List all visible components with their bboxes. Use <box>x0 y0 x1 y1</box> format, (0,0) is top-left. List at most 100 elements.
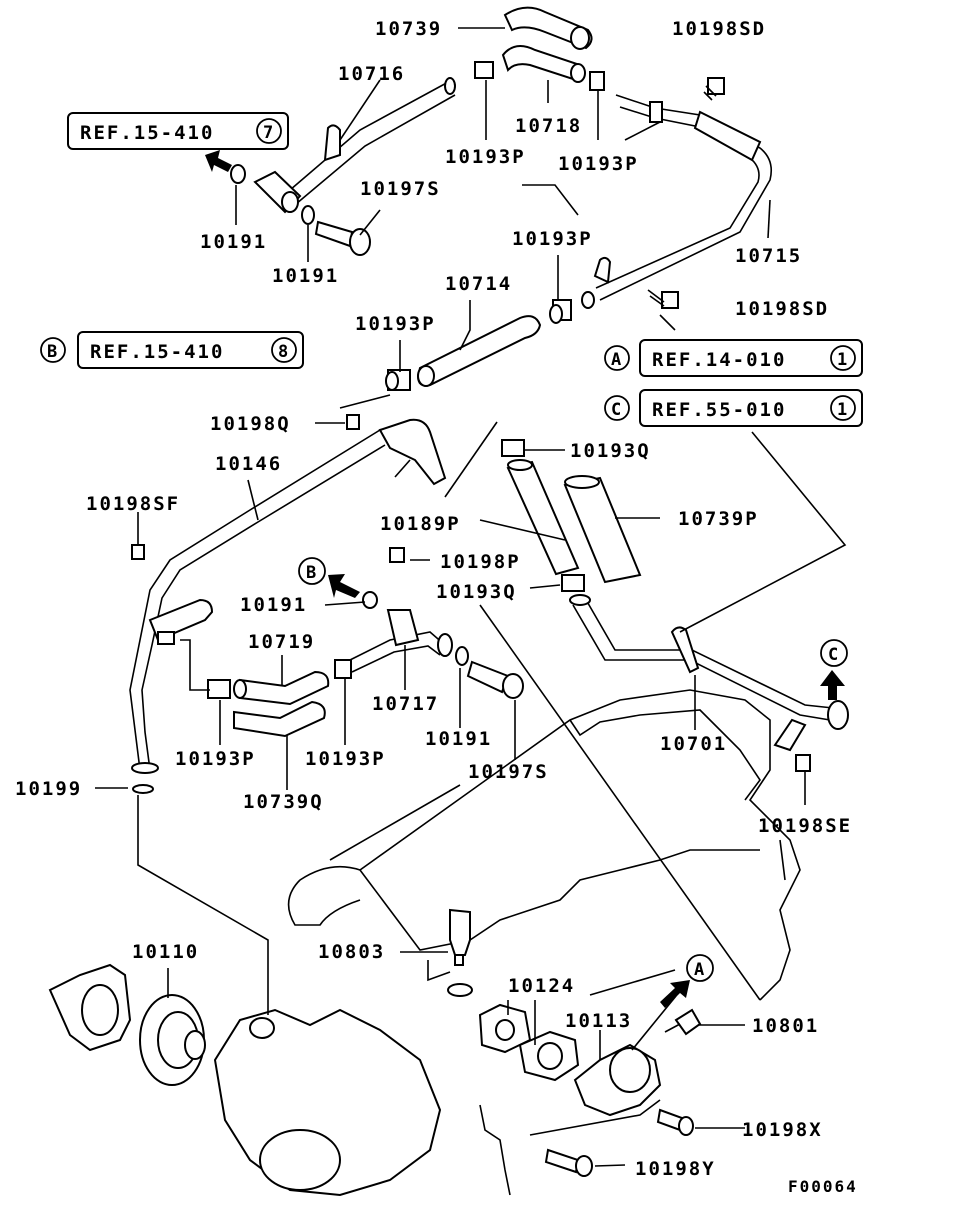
bolt-10197s <box>314 220 354 248</box>
screw-10198sd-mid <box>661 291 679 309</box>
ref-box-8: B REF.15-410 8 <box>40 331 304 369</box>
label-10717: 10717 <box>372 693 439 715</box>
ref-box-c-label: REF.55-010 <box>652 399 786 421</box>
label-10191-d: 10191 <box>425 728 492 750</box>
arrow-ref-7 <box>205 150 232 172</box>
ref-box-7-num: 7 <box>263 123 273 143</box>
ref-box-8-label: REF.15-410 <box>90 341 224 363</box>
figure-code: F00064 <box>788 1177 858 1196</box>
washer-10191-d <box>455 646 469 666</box>
pipe-10701-bracket-top <box>670 626 700 674</box>
label-10193p-f: 10193P <box>305 748 386 770</box>
label-10191-a: 10191 <box>200 231 267 253</box>
part-labels: 10739 10198SD 10716 10718 10193P 10193P … <box>15 18 858 1196</box>
clamp-10193p-a <box>474 61 494 79</box>
part-drawings <box>48 6 849 1197</box>
gasket-10199 <box>132 784 154 794</box>
washer-10191-c <box>362 591 378 609</box>
ref-box-c-callout: C <box>611 400 621 420</box>
bolt-10197s-head <box>349 228 371 256</box>
arrow-a <box>660 980 690 1008</box>
thermostat-cover-port <box>81 984 119 1036</box>
callout-b: B <box>298 557 326 585</box>
label-10719: 10719 <box>248 631 315 653</box>
label-10739q: 10739Q <box>243 791 324 813</box>
hose-10718-end <box>570 63 586 83</box>
label-10801: 10801 <box>752 1015 819 1037</box>
clamp-10193p-d-ring <box>385 371 399 391</box>
screw-10198se <box>795 754 811 772</box>
label-10718: 10718 <box>515 115 582 137</box>
ref-box-7-label: REF.15-410 <box>80 122 214 144</box>
hose-10714 <box>416 315 542 387</box>
label-10701: 10701 <box>660 733 727 755</box>
clamp-10193q-upper <box>501 439 525 457</box>
label-10198q: 10198Q <box>210 413 291 435</box>
label-10199: 10199 <box>15 778 82 800</box>
pipe-10715-end <box>581 291 595 309</box>
arrows <box>205 150 845 1051</box>
pipe-10146-bracket <box>148 598 214 642</box>
label-10193q-lower: 10193Q <box>436 581 517 603</box>
label-10198sf: 10198SF <box>86 493 180 515</box>
callout-c: C <box>820 639 848 667</box>
fitting-10716-end <box>281 191 299 213</box>
clamp-10193p-b <box>589 71 605 91</box>
svg-text:A: A <box>694 960 704 980</box>
leader-lines <box>95 27 847 1167</box>
hose-10739q <box>233 700 326 738</box>
screw-10198sd-top <box>707 77 725 95</box>
ref-box-a: A REF.14-010 1 <box>604 339 863 377</box>
thermostat-10110-valve <box>184 1030 206 1060</box>
pipe-10715-bracket <box>593 256 612 284</box>
ref-box-a-label: REF.14-010 <box>652 349 786 371</box>
pipe-10715 <box>595 94 773 301</box>
label-10197s-top: 10197S <box>360 178 441 200</box>
engine-block <box>287 689 801 1001</box>
label-10198p: 10198P <box>440 551 521 573</box>
clamp-10193p-e-ring <box>233 679 247 699</box>
screw-10198y-head <box>575 1155 593 1177</box>
hose-10719 <box>239 670 330 706</box>
pipe-10701 <box>572 597 834 721</box>
pipe-10716-bracket <box>323 124 341 162</box>
label-10739p: 10739P <box>678 508 759 530</box>
label-10803: 10803 <box>318 941 385 963</box>
hose-10189p-end <box>507 459 533 471</box>
ref-box-a-num: 1 <box>837 350 847 370</box>
pipe-10701-end <box>827 700 849 730</box>
pipe-10717-end <box>437 633 453 657</box>
screw-10198q <box>346 414 360 430</box>
label-10197s-mid: 10197S <box>468 761 549 783</box>
svg-text:B: B <box>306 563 316 583</box>
ref-box-8-num: 8 <box>278 342 288 362</box>
label-10714: 10714 <box>445 273 512 295</box>
sensor-10803-tip <box>454 954 464 966</box>
callout-a: A <box>686 954 714 982</box>
sensor-10801 <box>674 1008 702 1036</box>
wiring <box>479 1104 511 1196</box>
screw-10198sf <box>131 544 145 560</box>
water-pump-inlet <box>249 1017 275 1039</box>
clamp-10193q-lower <box>561 574 585 592</box>
pipe-10717-bracket <box>386 609 420 647</box>
label-10193q-upper: 10193Q <box>570 440 651 462</box>
hose-10718 <box>501 45 582 82</box>
label-10191-b: 10191 <box>272 265 339 287</box>
screw-10198p <box>389 547 405 563</box>
pipe-10701-start <box>569 594 591 606</box>
screw-10198sd-top-thread <box>703 85 717 101</box>
washer-10191-a <box>230 164 246 184</box>
label-10739: 10739 <box>375 18 442 40</box>
sensor-10803-washer <box>447 983 473 997</box>
pipe-10715-hose <box>693 110 762 162</box>
gasket-10124-a-hole <box>495 1019 515 1041</box>
hose-10739p-end <box>564 475 600 489</box>
clamp-10193p-e <box>207 679 231 699</box>
arrow-b <box>328 574 360 598</box>
hose-10739 <box>503 6 593 50</box>
svg-text:C: C <box>828 645 838 665</box>
gasket-10124-b-hole <box>537 1042 563 1070</box>
ref-box-8-callout: B <box>47 342 57 362</box>
